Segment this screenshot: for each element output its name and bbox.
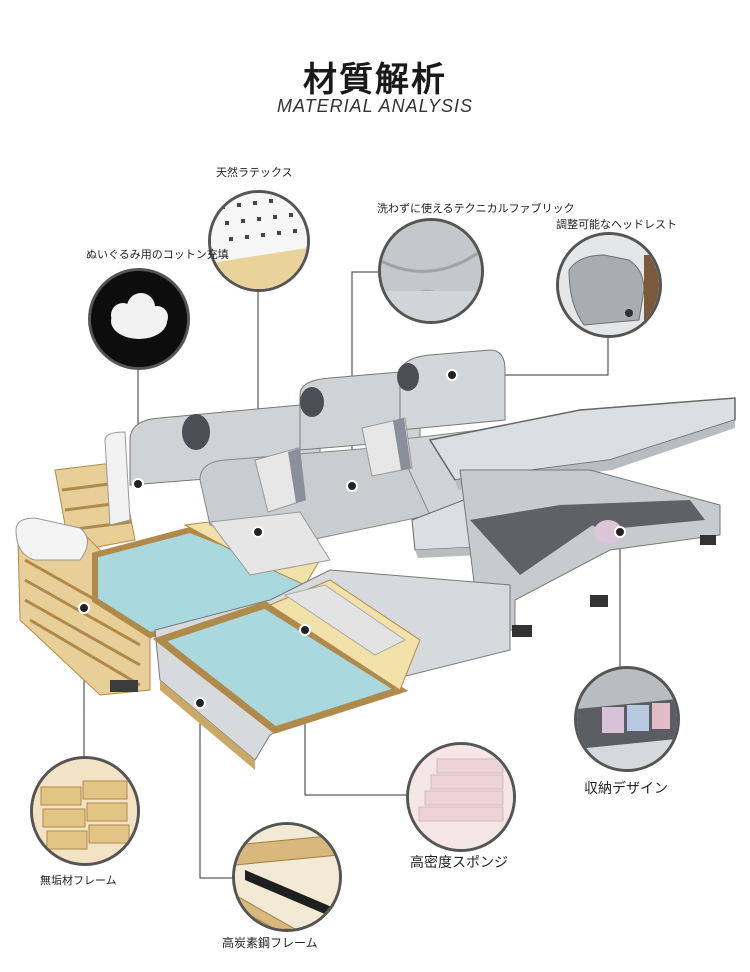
fabric-icon <box>381 221 481 321</box>
fabric-detail-circle <box>378 218 484 324</box>
steel-detail-circle <box>232 822 342 932</box>
marker-dots <box>78 369 626 709</box>
label-steel: 高炭素鋼フレーム <box>222 936 318 950</box>
pillows <box>254 417 413 513</box>
page-subtitle: MATERIAL ANALYSIS <box>276 96 474 116</box>
sponge-detail-circle <box>406 742 516 852</box>
label-latex: 天然ラテックス <box>216 166 293 179</box>
label-wood: 無垢材フレーム <box>40 874 117 887</box>
label-storage: 収納デザイン <box>584 781 668 797</box>
pull-out-sleeper <box>152 569 511 770</box>
headrest-detail-circle <box>556 232 662 338</box>
label-fabric: 洗わずに使えるテクニカルファブリック <box>377 202 575 215</box>
storage-base <box>459 469 721 637</box>
storage-icon <box>577 669 677 769</box>
sponge-icon <box>409 745 513 849</box>
wood-planks-icon <box>33 759 137 863</box>
cotton-detail-circle <box>88 268 190 370</box>
back-cushions <box>129 349 506 486</box>
wood-detail-circle <box>30 756 140 866</box>
storage-detail-circle <box>574 666 680 772</box>
latex-foam-icon <box>211 193 307 289</box>
steel-frame-icon <box>235 825 339 929</box>
label-headrest: 調整可能なヘッドレスト <box>556 218 677 231</box>
headrest-icon <box>559 235 659 335</box>
latex-detail-circle <box>208 190 310 292</box>
label-sponge: 高密度スポンジ <box>410 855 508 871</box>
label-cotton: ぬいぐるみ用のコットン充填 <box>86 248 229 261</box>
page-title: 材質解析 <box>303 60 447 100</box>
cotton-icon <box>91 271 187 367</box>
